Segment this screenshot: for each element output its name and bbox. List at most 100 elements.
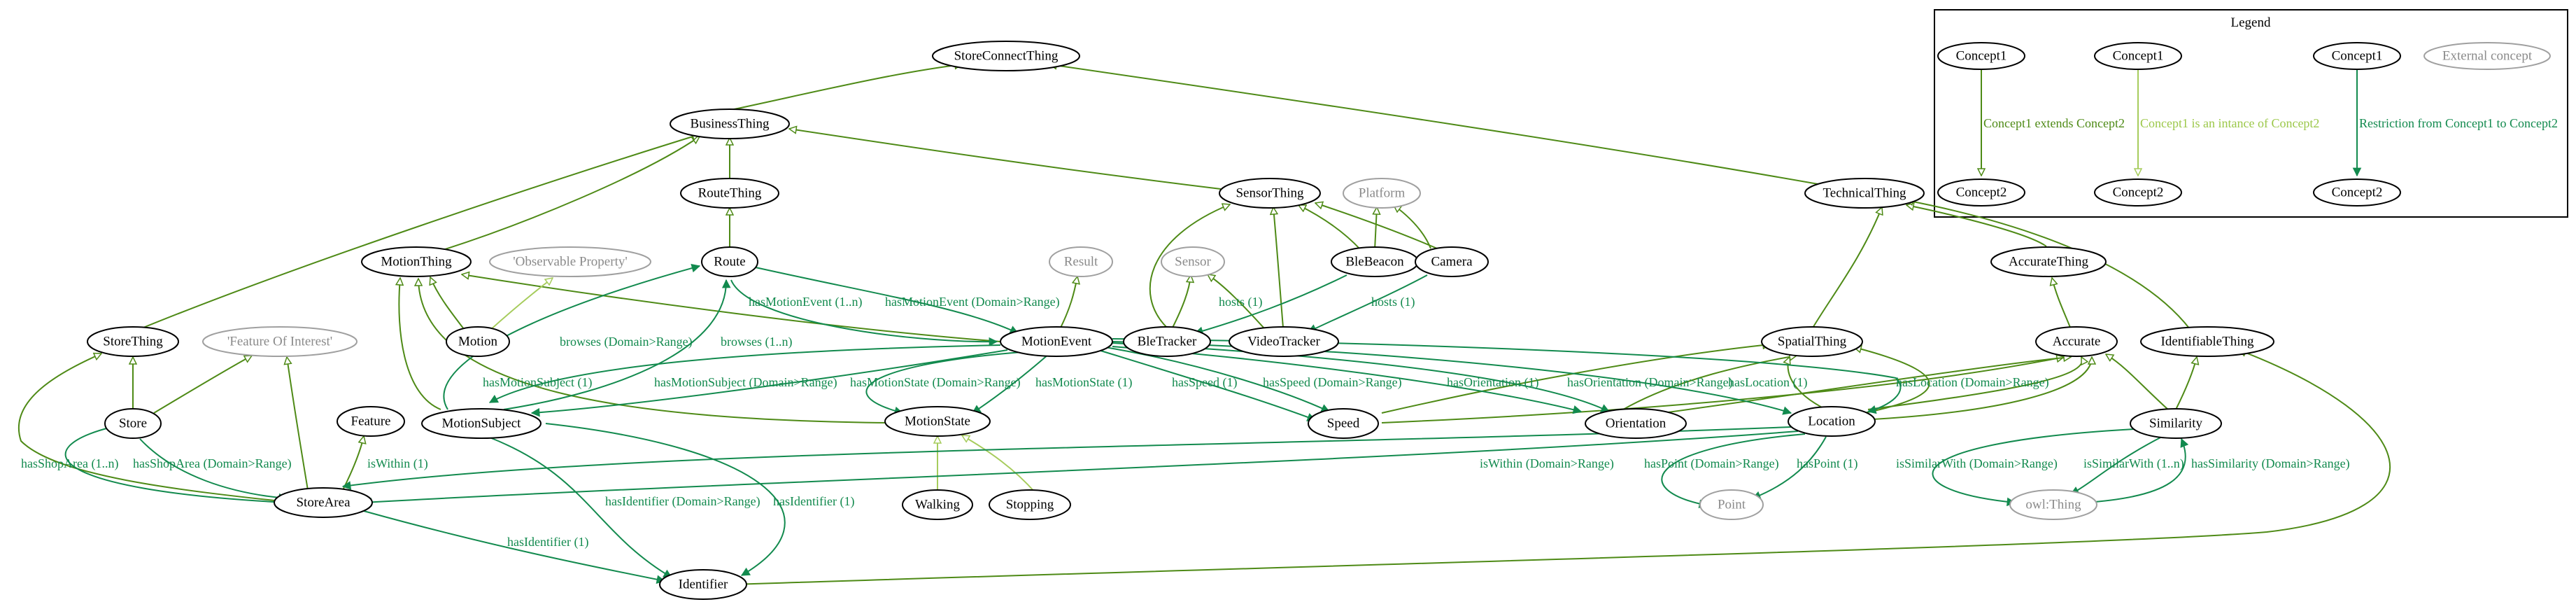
node-camera[interactable]: Camera [1415, 246, 1489, 277]
svg-text:Sensor: Sensor [1175, 254, 1211, 269]
node-stopping[interactable]: Stopping [989, 489, 1071, 520]
node-accuratething[interactable]: AccurateThing [1990, 246, 2107, 277]
node-point[interactable]: Point [1699, 489, 1764, 520]
edge-motionstate-motionthing [418, 279, 889, 424]
svg-text:Point: Point [1718, 497, 1746, 512]
svg-text:Result: Result [1064, 254, 1098, 269]
node-storething[interactable]: StoreThing [87, 326, 179, 357]
node-platform[interactable]: Platform [1343, 178, 1421, 209]
node-similarity[interactable]: Similarity [2130, 408, 2222, 439]
svg-text:Speed: Speed [1327, 416, 1360, 430]
restriction-edges [64, 266, 2186, 581]
node-videotracker[interactable]: VideoTracker [1229, 326, 1339, 357]
label-hosts-1a: hosts (1) [1219, 295, 1263, 309]
node-orientation[interactable]: Orientation [1585, 408, 1687, 439]
node-motion[interactable]: Motion [446, 326, 510, 357]
svg-text:StoreThing: StoreThing [103, 334, 163, 349]
node-owlthing[interactable]: owl:Thing [2009, 489, 2097, 520]
node-motionthing[interactable]: MotionThing [361, 246, 472, 277]
legend-concept2-b: Concept2 [2094, 178, 2182, 206]
edge-similarity-owlthing [1932, 428, 2149, 503]
node-feature[interactable]: Feature [337, 406, 405, 437]
node-feature-of-interest[interactable]: 'Feature Of Interest' [202, 326, 358, 357]
edge-store-storearea-b [139, 438, 287, 498]
label-hasorientation-dr: hasOrientation (Domain>Range) [1567, 375, 1733, 390]
node-result[interactable]: Result [1049, 246, 1113, 277]
node-location[interactable]: Location [1788, 406, 1876, 437]
edge-motionsubject-motionthing [399, 278, 441, 410]
node-storeconnectthing[interactable]: StoreConnectThing [932, 41, 1080, 71]
svg-text:StoreArea: StoreArea [296, 495, 351, 510]
node-motionstate[interactable]: MotionState [884, 406, 991, 437]
node-route[interactable]: Route [701, 246, 758, 277]
label-haspoint-1: hasPoint (1) [1797, 456, 1858, 471]
edge-speed-spatialthing [1381, 344, 1770, 414]
node-sensorthing[interactable]: SensorThing [1219, 178, 1321, 209]
node-motionsubject[interactable]: MotionSubject [421, 408, 542, 439]
legend: Legend Concept1 extends Concept2 Concept… [1934, 9, 2568, 218]
svg-text:Walking: Walking [915, 497, 960, 512]
edge-similarity-identifiablething [2175, 357, 2197, 410]
node-observable-property[interactable]: 'Observable Property' [489, 246, 651, 277]
edge-store-storearea [64, 426, 287, 503]
edge-location-point-b [1753, 436, 1827, 498]
edge-motion-motionthing [430, 277, 465, 330]
node-accurate[interactable]: Accurate [2035, 326, 2118, 357]
svg-text:Concept1: Concept1 [1956, 48, 2007, 63]
label-haslocation-dr: hasLocation (Domain>Range) [1896, 375, 2049, 390]
node-storearea[interactable]: StoreArea [274, 487, 373, 518]
node-store[interactable]: Store [104, 408, 162, 439]
node-businessthing[interactable]: BusinessThing [670, 108, 790, 139]
node-identifier[interactable]: Identifier [659, 569, 747, 600]
label-hasidentifier-dr: hasIdentifier (Domain>Range) [605, 494, 760, 509]
edge-camera-platform [1394, 205, 1431, 249]
nodes: StoreConnectThing BusinessThing Technica… [87, 41, 2274, 600]
label-iswithin-1: isWithin (1) [367, 456, 428, 471]
node-walking[interactable]: Walking [902, 489, 973, 520]
edge-location-point [1661, 433, 1806, 505]
label-hasspeed-dr: hasSpeed (Domain>Range) [1263, 375, 1402, 390]
label-hasidentifier-1a: hasIdentifier (1) [773, 494, 854, 509]
edge-blebeacon-bletracker [1195, 274, 1347, 333]
label-hasshoparea-dr: hasShopArea (Domain>Range) [133, 456, 292, 471]
legend-concept2-a: Concept2 [1937, 178, 2025, 206]
legend-title: Legend [2231, 15, 2271, 30]
legend-concept2-c: Concept2 [2313, 178, 2401, 206]
svg-text:AccurateThing: AccurateThing [2009, 254, 2088, 269]
edge-businessthing-storeconnectthing [727, 64, 962, 111]
node-motionevent[interactable]: MotionEvent [1000, 326, 1113, 357]
edge-location-accurate-b [1867, 357, 2082, 410]
subclass-edges [18, 64, 2391, 585]
label-issimilarwith-dr: isSimilarWith (Domain>Range) [1896, 456, 2058, 471]
legend-restriction-label: Restriction from Concept1 to Concept2 [2359, 116, 2558, 130]
label-haspoint-dr: hasPoint (Domain>Range) [1644, 456, 1779, 471]
edge-spatialthing-technicalthing [1811, 207, 1882, 330]
edge-motionevent-motionthing [462, 274, 1001, 342]
edge-motionsubject-identifier [489, 437, 672, 578]
edge-motionevent-motionstate-b [972, 353, 1050, 414]
edge-storearea-identifier [363, 510, 665, 581]
edge-storearea-feature [342, 436, 364, 491]
node-spatialthing[interactable]: SpatialThing [1761, 326, 1863, 357]
node-blebeacon[interactable]: BleBeacon [1331, 246, 1419, 277]
edge-motionevent-orientation [1112, 346, 1581, 412]
edge-motionevent-motionstate [865, 351, 1022, 413]
edge-blebeacon-platform [1375, 207, 1377, 251]
label-hasmotionevent-1n: hasMotionEvent (1..n) [749, 295, 862, 309]
node-routething[interactable]: RouteThing [680, 178, 779, 209]
node-technicalthing[interactable]: TechnicalThing [1804, 178, 1925, 209]
label-hasmotionevent-dr: hasMotionEvent (Domain>Range) [885, 295, 1060, 309]
svg-text:SensorThing: SensorThing [1236, 186, 1304, 200]
node-sensor[interactable]: Sensor [1161, 246, 1225, 277]
edge-motionevent-motionsubject-b [532, 349, 1008, 413]
node-identifiablething[interactable]: IdentifiableThing [2140, 326, 2274, 357]
svg-text:External concept: External concept [2442, 48, 2533, 63]
label-hasmotionsubject-1: hasMotionSubject (1) [483, 375, 592, 390]
legend-concept1-a: Concept1 [1937, 42, 2025, 70]
label-browses-1n: browses (1..n) [721, 335, 792, 349]
label-hasidentifier-1b: hasIdentifier (1) [507, 535, 588, 550]
edge-camera-videotracker [1308, 274, 1428, 332]
svg-text:Orientation: Orientation [1606, 416, 1666, 430]
node-bletracker[interactable]: BleTracker [1123, 326, 1211, 357]
node-speed[interactable]: Speed [1308, 408, 1379, 439]
